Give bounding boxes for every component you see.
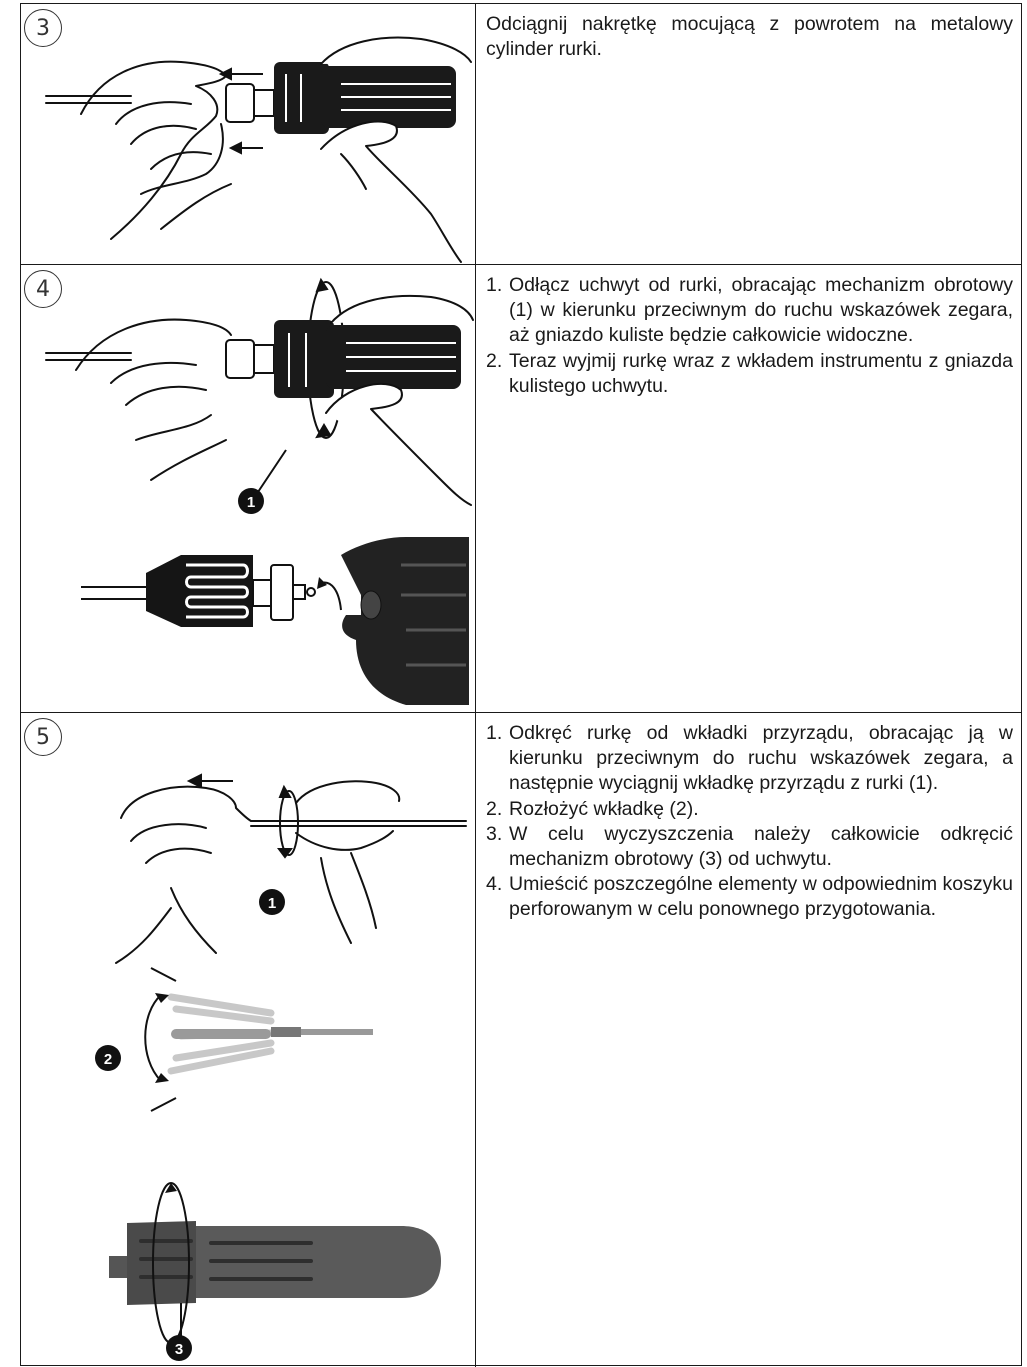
list-item: 4.Umieścić poszczególne elementy w odpow… (486, 872, 1013, 922)
step-row-5: 5 (21, 712, 1021, 1367)
step-4-text-cell: 1.Odłącz uchwyt od rurki, obracając mech… (476, 265, 1021, 712)
list-item: 1.Odłącz uchwyt od rurki, obracając mech… (486, 273, 1013, 349)
step-4-list: 1.Odłącz uchwyt od rurki, obracając mech… (486, 273, 1013, 399)
callout-2-label: 2 (104, 1051, 112, 1068)
list-item: 1.Odkręć rurkę od wkładki przyrządu, obr… (486, 721, 1013, 797)
callout-3-label: 3 (175, 1341, 183, 1358)
step-5-text-cell: 1.Odkręć rurkę od wkładki przyrządu, obr… (476, 713, 1021, 1367)
step-3-illustration-cell: 3 (21, 4, 476, 264)
callout-1-label: 1 (247, 494, 255, 511)
list-item: 2.Teraz wyjmij rurkę wraz z wkładem inst… (486, 349, 1013, 399)
list-item: 3.W celu wyczyszczenia należy całkowicie… (486, 822, 1013, 872)
instruction-table: 3 (20, 3, 1022, 1366)
step-3-text-cell: Odciągnij nakrętkę mocującą z powrotem n… (476, 4, 1021, 264)
step-4-illustration-cell: 4 (21, 265, 476, 712)
step-5-illustration-cell: 5 (21, 713, 476, 1367)
callout-1-label: 1 (268, 895, 276, 912)
list-item: 2.Rozłożyć wkładkę (2). (486, 797, 1013, 822)
step-5-list: 1.Odkręć rurkę od wkładki przyrządu, obr… (486, 721, 1013, 923)
step-row-4: 4 (21, 264, 1021, 712)
hands-pulling-nut-illustration (21, 4, 476, 264)
handle-detach-illustration: 1 (21, 265, 476, 712)
disassembly-illustration: 1 2 (21, 713, 476, 1367)
step-3-description: Odciągnij nakrętkę mocującą z powrotem n… (486, 12, 1013, 62)
step-row-3: 3 (21, 4, 1021, 264)
